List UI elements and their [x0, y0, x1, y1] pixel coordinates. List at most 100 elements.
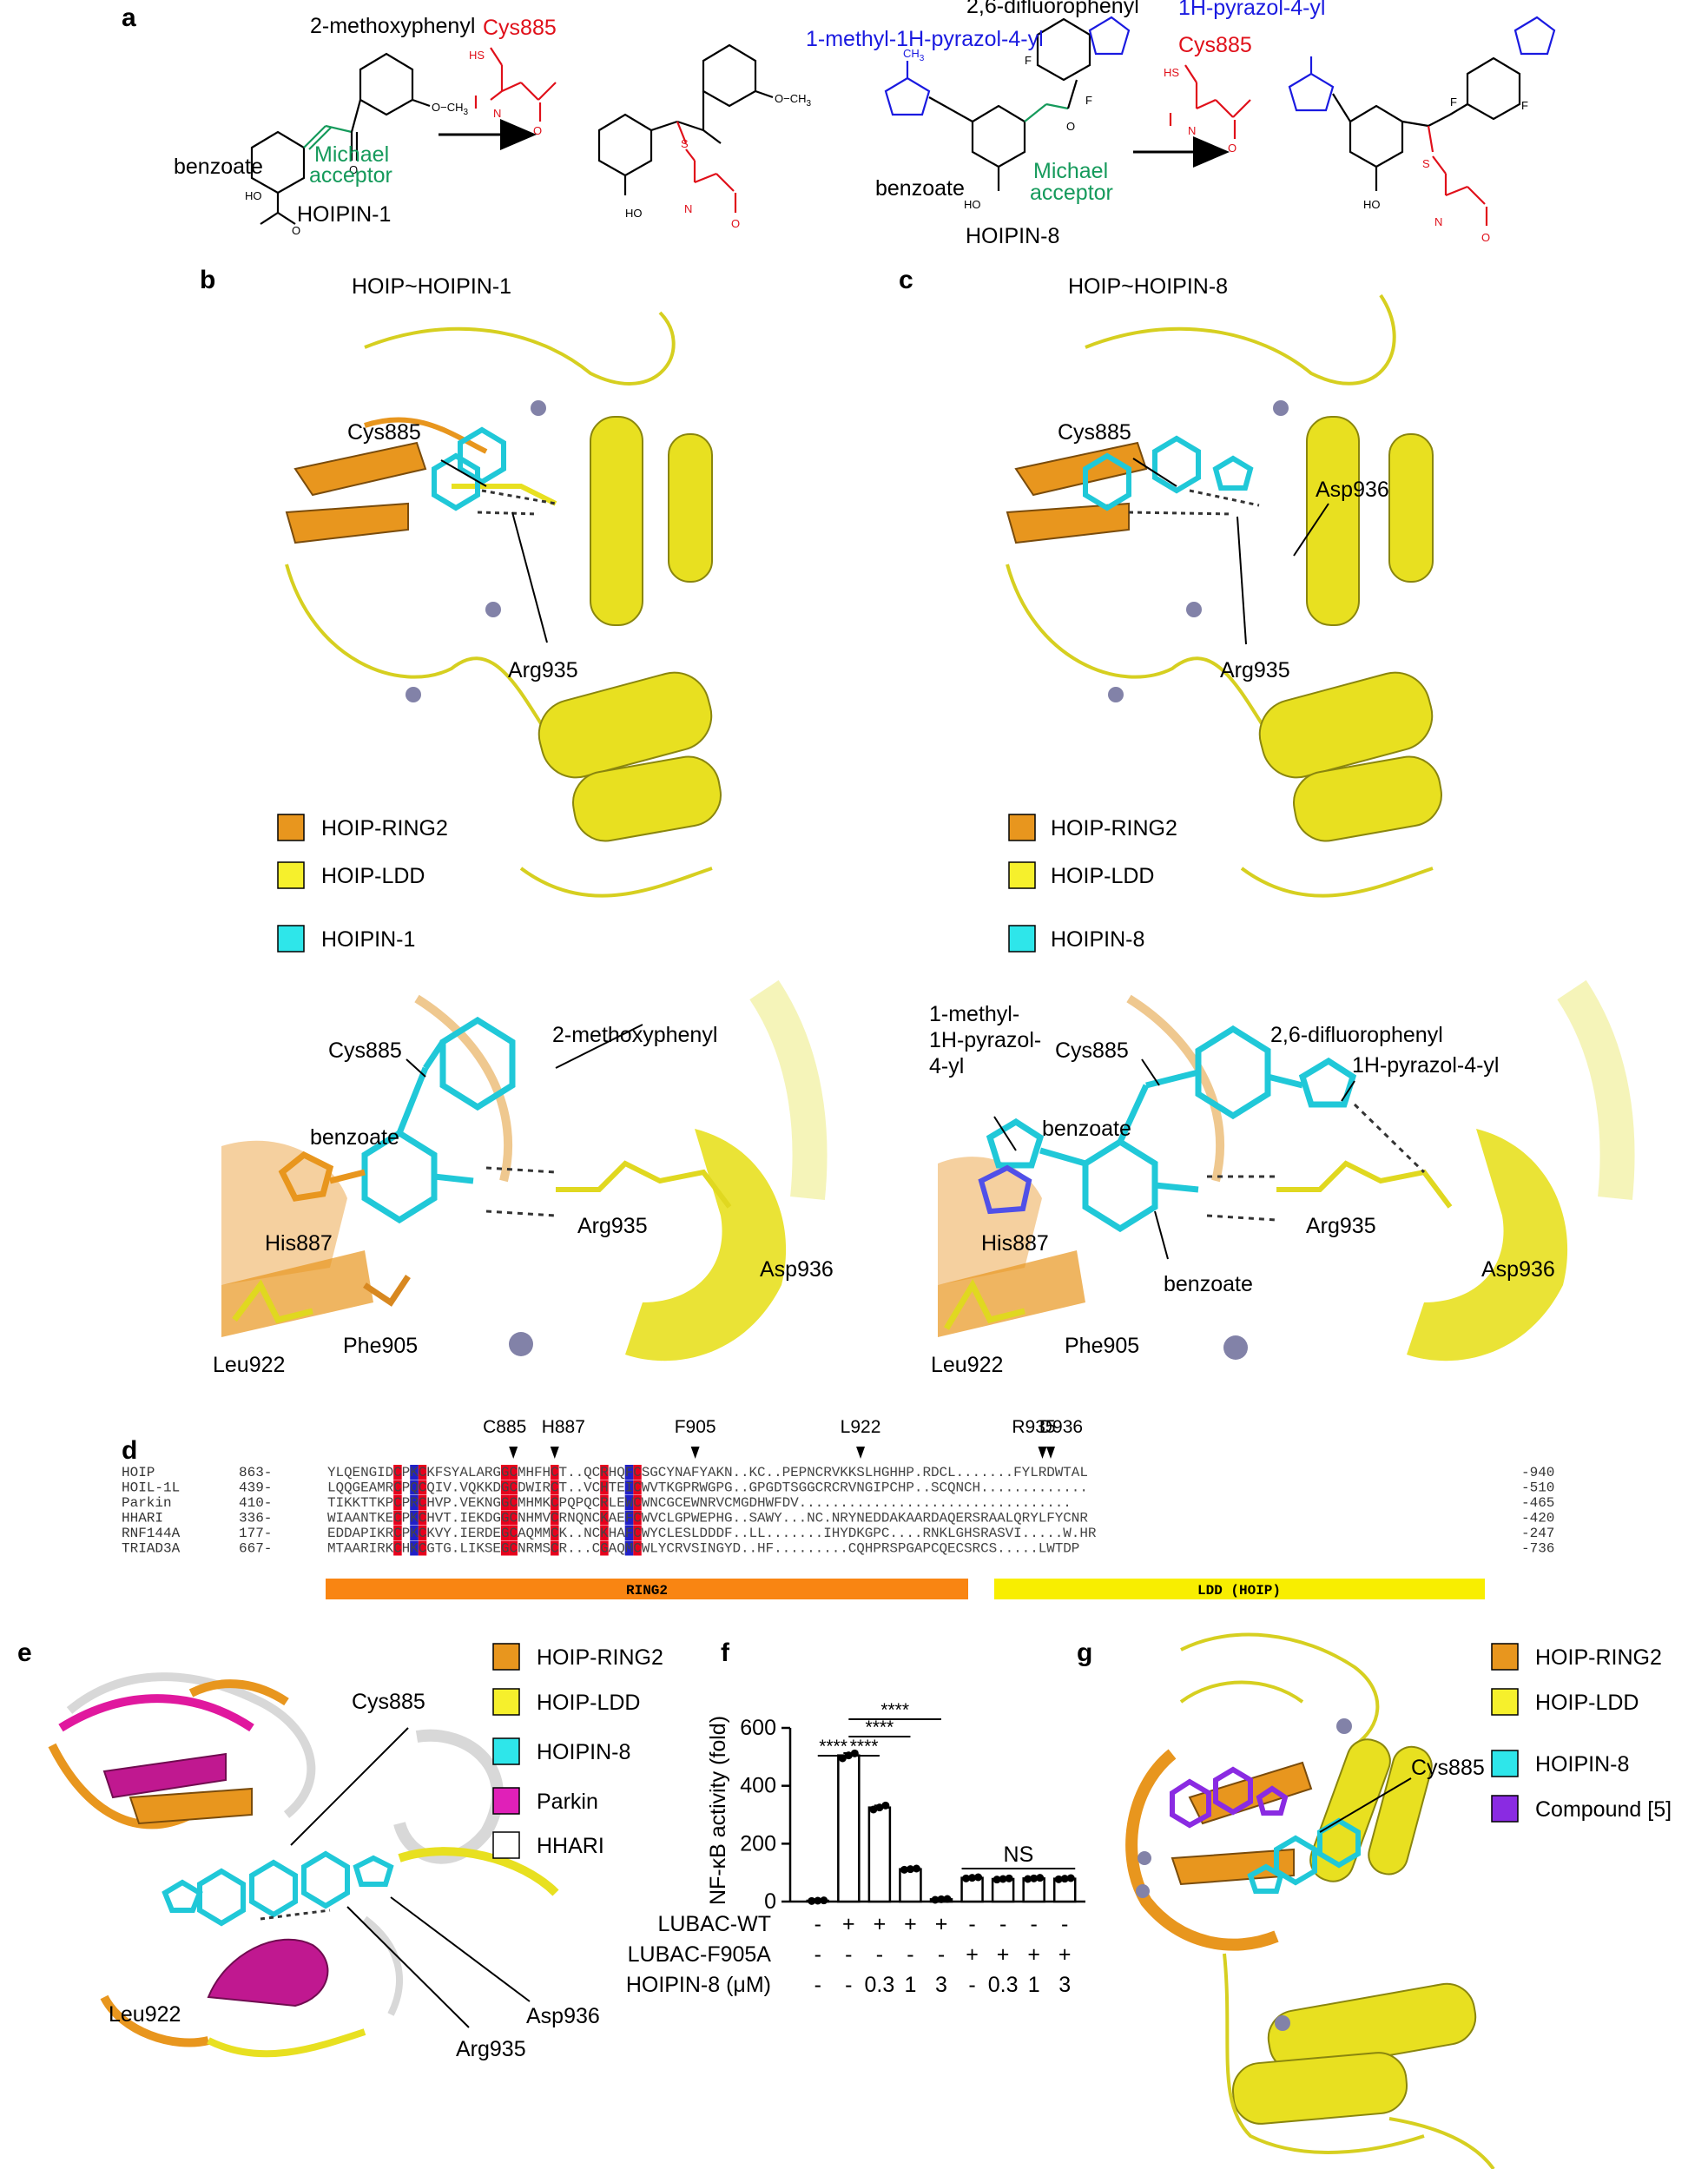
label-c-methyl-1: 1-methyl- — [929, 1002, 1019, 1026]
treatment-cell: - — [814, 1942, 821, 1967]
bar — [899, 1868, 922, 1903]
svg-text:O: O — [1066, 120, 1075, 133]
hoipin8-structure — [884, 16, 1131, 191]
label-c-close-his887: His887 — [981, 1231, 1049, 1256]
svg-text:N: N — [493, 107, 501, 120]
treatment-cell: - — [968, 1912, 975, 1936]
hoip-hoipin8-structure — [1006, 293, 1442, 898]
row-sequence: WIAANTKECPKCHVT.IEKDGGCNHMVCRNQNCKAEFCWV… — [327, 1511, 1088, 1526]
row-start: 863- — [239, 1465, 272, 1480]
label-cys885-a2: Cys885 — [1178, 33, 1252, 57]
treatment-cell: - — [999, 1912, 1006, 1936]
label-c-methyl-2: 1H-pyrazol- — [929, 1028, 1041, 1052]
treatment-row-label: HOIPIN-8 (μM) — [626, 1973, 771, 1997]
ns-label: NS — [1004, 1843, 1034, 1867]
svg-text:HOIP-RING2: HOIP-RING2 — [1051, 816, 1177, 841]
label-c-close-asp936: Asp936 — [1481, 1257, 1555, 1282]
conserved-cys-highlight — [551, 1495, 559, 1510]
label-c-close-benzoate-top: benzoate — [1042, 1117, 1131, 1141]
conserved-cys-highlight — [509, 1540, 518, 1556]
label-o-ketone: O — [349, 163, 358, 176]
panel-label-f: f — [721, 1638, 730, 1667]
svg-text:HOIPIN-8: HOIPIN-8 — [1535, 1752, 1629, 1777]
significance-stars: **** — [850, 1737, 879, 1757]
significance-stars: **** — [819, 1737, 847, 1757]
svg-text:F: F — [1521, 99, 1528, 112]
treatment-cell: 0.3 — [865, 1973, 895, 1997]
conserved-cys-highlight — [600, 1495, 609, 1510]
data-point — [999, 1875, 1007, 1883]
label-b-close-cys885: Cys885 — [328, 1038, 402, 1063]
legend-e: HOIP-RING2 HOIP-LDD HOIPIN-8 Parkin HHAR… — [492, 1643, 663, 1859]
conserved-cys-highlight — [509, 1526, 518, 1540]
treatment-cell: + — [966, 1942, 979, 1967]
legend-c: HOIP-RING2 HOIP-LDD HOIPIN-8 — [1008, 814, 1177, 953]
svg-text:S: S — [1422, 157, 1430, 170]
ldd-label: LDD (HOIP) — [1197, 1583, 1281, 1599]
row-sequence: YLQENGIDCPKCKFSYALARGGCMHFHCT..QCRHQFCSG… — [327, 1465, 1088, 1480]
conserved-cys-highlight — [418, 1540, 427, 1556]
row-sequence: MTAARIRKCHKCGTG.LIKSEGCNRMSCR...CGAQMCWL… — [327, 1541, 1079, 1557]
conserved-cys-highlight — [551, 1480, 559, 1495]
label-cys885-a1: Cys885 — [483, 16, 557, 40]
label-b-arg935: Arg935 — [508, 658, 578, 682]
conserved-his-highlight — [410, 1510, 419, 1526]
conserved-cys-highlight — [600, 1480, 609, 1495]
label-g-cys885: Cys885 — [1411, 1756, 1485, 1780]
panel-e: e Cys885 Le — [17, 1638, 663, 2061]
row-name: HOIL-1L — [122, 1480, 180, 1496]
panel-label-g: g — [1077, 1638, 1092, 1667]
svg-text:HOIP-LDD: HOIP-LDD — [537, 1691, 640, 1715]
conserved-his-highlight — [410, 1540, 419, 1556]
conserved-his-highlight — [624, 1495, 634, 1510]
row-start: 177- — [239, 1526, 272, 1541]
conserved-his-highlight — [624, 1465, 634, 1480]
label-methylpyrazol: 1-methyl-1H-pyrazol-4-yl — [806, 27, 1044, 51]
label-hoipin8: HOIPIN-8 — [966, 224, 1059, 248]
label-b-close-phe905: Phe905 — [343, 1334, 418, 1358]
marker-arrow — [1038, 1447, 1047, 1459]
conserved-cys-highlight — [551, 1526, 559, 1540]
row-end: -247 — [1521, 1526, 1554, 1541]
data-point — [869, 1805, 878, 1814]
label-c-arg935: Arg935 — [1220, 658, 1290, 682]
treatment-cell: - — [814, 1912, 821, 1936]
hoip-compound5-structure — [1125, 1632, 1495, 2169]
treatment-cell: 1 — [904, 1973, 916, 1997]
treatment-table: LUBAC-WT-++++----LUBAC-F905A-----++++HOI… — [626, 1912, 1072, 1997]
row-end: -465 — [1521, 1495, 1554, 1511]
label-c-close-phe905: Phe905 — [1065, 1334, 1139, 1358]
svg-text:Compound [5]: Compound [5] — [1535, 1797, 1672, 1822]
conserved-cys-highlight — [393, 1510, 402, 1526]
svg-text:HHARI: HHARI — [537, 1834, 604, 1858]
treatment-cell: + — [1027, 1942, 1040, 1967]
conserved-cys-highlight — [500, 1526, 510, 1540]
y-tick-label: 600 — [740, 1716, 776, 1740]
conserved-cys-highlight — [393, 1480, 402, 1495]
marker-arrow — [690, 1447, 700, 1459]
hoipin1-adduct — [597, 43, 774, 213]
label-difluorophenyl: 2,6-difluorophenyl — [966, 0, 1139, 18]
treatment-cell: 0.3 — [988, 1973, 1019, 1997]
row-end: -420 — [1521, 1511, 1554, 1526]
row-name: TRIAD3A — [122, 1541, 181, 1557]
panel-g: g — [1077, 1632, 1672, 2169]
data-point — [900, 1865, 908, 1874]
treatment-cell: + — [904, 1912, 917, 1936]
conserved-cys-highlight — [551, 1510, 559, 1526]
svg-text:HO: HO — [964, 198, 981, 211]
label-benzoate: benzoate — [174, 155, 263, 179]
row-start: 439- — [239, 1480, 272, 1496]
conserved-cys-highlight — [633, 1480, 642, 1495]
label-hoipin1: HOIPIN-1 — [297, 202, 391, 227]
data-point — [1054, 1875, 1063, 1883]
data-point — [808, 1896, 816, 1905]
conserved-cys-highlight — [509, 1495, 518, 1510]
svg-text:acceptor: acceptor — [1030, 181, 1113, 205]
conserved-cys-highlight — [393, 1540, 402, 1556]
